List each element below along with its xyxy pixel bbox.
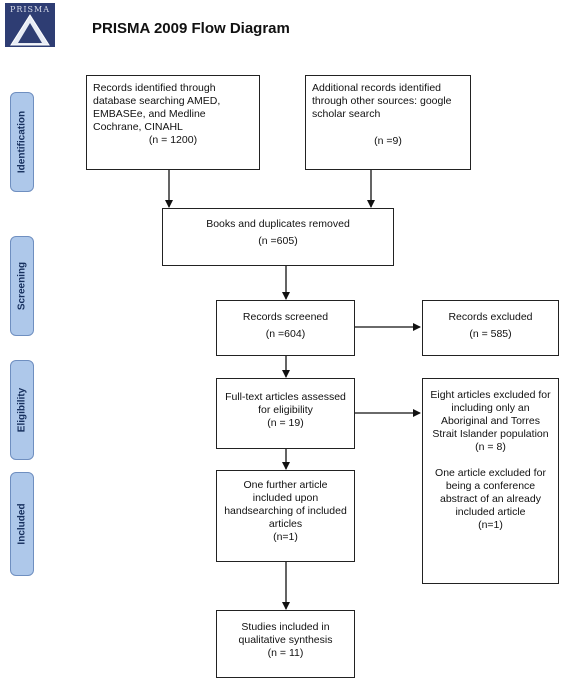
box-studies-included: Studies included in qualitative synthesi… bbox=[216, 610, 355, 678]
logo-triangle-icon bbox=[10, 14, 50, 46]
box-fulltext-excluded: Eight articles excluded for including on… bbox=[422, 378, 559, 584]
fulltext-assessed-text: Full-text articles assessed for eligibil… bbox=[225, 391, 346, 416]
records-excluded-text: Records excluded bbox=[448, 311, 533, 323]
records-excluded-count: (n = 585) bbox=[469, 328, 512, 340]
handsearch-text: One further article included upon handse… bbox=[224, 479, 347, 530]
stage-screening: Screening bbox=[10, 236, 34, 336]
box-fulltext-assessed: Full-text articles assessed for eligibil… bbox=[216, 378, 355, 449]
box-duplicates-removed: Books and duplicates removed (n =605) bbox=[162, 208, 394, 266]
additional-records-count: (n =9) bbox=[374, 135, 402, 147]
fulltext-excluded-count-2: (n=1) bbox=[478, 519, 503, 531]
box-records-excluded: Records excluded (n = 585) bbox=[422, 300, 559, 356]
records-screened-text: Records screened bbox=[242, 311, 329, 323]
stage-identification: Identification bbox=[10, 92, 34, 192]
logo-text: PRISMA bbox=[9, 5, 50, 14]
duplicates-removed-count: (n =605) bbox=[258, 235, 298, 247]
additional-records-text: Additional records identified through ot… bbox=[312, 82, 452, 120]
studies-included-text: Studies included in qualitative synthesi… bbox=[238, 621, 333, 646]
studies-included-count: (n = 11) bbox=[267, 647, 304, 659]
fulltext-excluded-count-1: (n = 8) bbox=[475, 441, 506, 453]
box-additional-records: Additional records identified through ot… bbox=[305, 75, 471, 170]
box-records-screened: Records screened (n =604) bbox=[216, 300, 355, 356]
database-records-count: (n = 1200) bbox=[148, 134, 198, 146]
fulltext-excluded-reason-2: One article excluded for being a confere… bbox=[435, 467, 546, 518]
handsearch-count: (n=1) bbox=[273, 531, 298, 543]
stage-included: Included bbox=[10, 472, 34, 576]
box-handsearch: One further article included upon handse… bbox=[216, 470, 355, 562]
prisma-logo: PRISMA bbox=[5, 3, 55, 47]
fulltext-assessed-count: (n = 19) bbox=[267, 417, 304, 429]
duplicates-removed-text: Books and duplicates removed bbox=[206, 218, 350, 230]
page-title: PRISMA 2009 Flow Diagram bbox=[92, 20, 290, 37]
records-screened-count: (n =604) bbox=[265, 328, 306, 340]
database-records-text: Records identified through database sear… bbox=[93, 82, 221, 133]
fulltext-excluded-reason-1: Eight articles excluded for including on… bbox=[430, 389, 551, 440]
box-database-records: Records identified through database sear… bbox=[86, 75, 260, 170]
stage-eligibility: Eligibility bbox=[10, 360, 34, 460]
